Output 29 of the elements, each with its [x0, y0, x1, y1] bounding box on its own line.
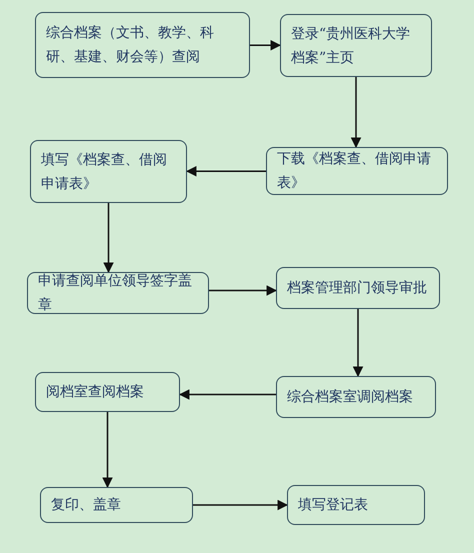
- process-box: [287, 485, 425, 525]
- process-box: [35, 12, 250, 78]
- arrow: [250, 40, 282, 50]
- box-text: 申请查阅单位领导签字盖章: [38, 272, 193, 315]
- process-box: [35, 372, 180, 412]
- process-box: [30, 140, 187, 203]
- arrow: [350, 77, 362, 148]
- box-text: 登录“贵州医科大学档案”主页: [291, 24, 412, 68]
- arrow: [103, 203, 114, 274]
- arrow: [186, 166, 266, 176]
- process-box: [280, 14, 432, 77]
- box-text: 档案管理部门领导审批: [287, 279, 427, 298]
- arrow: [178, 389, 276, 400]
- box-text: 复印、盖章: [51, 496, 121, 515]
- box-text: 综合档案室调阅档案: [287, 388, 413, 407]
- process-box: [40, 487, 193, 523]
- box-text: 下载《档案查、借阅申请表》: [277, 150, 432, 193]
- process-box: [276, 267, 440, 309]
- box-text: 阅档室查阅档案: [46, 383, 144, 402]
- process-box: [266, 147, 448, 195]
- box-text: 填写《档案查、借阅申请表》: [41, 150, 168, 194]
- arrow: [193, 500, 288, 510]
- box-text: 综合档案（文书、教学、科研、基建、财会等）查阅: [46, 24, 215, 67]
- process-box: [276, 376, 436, 418]
- arrow: [209, 285, 278, 296]
- arrow: [102, 412, 113, 488]
- arrow: [352, 309, 364, 378]
- process-box: [27, 272, 209, 314]
- box-text: 填写登记表: [298, 496, 368, 515]
